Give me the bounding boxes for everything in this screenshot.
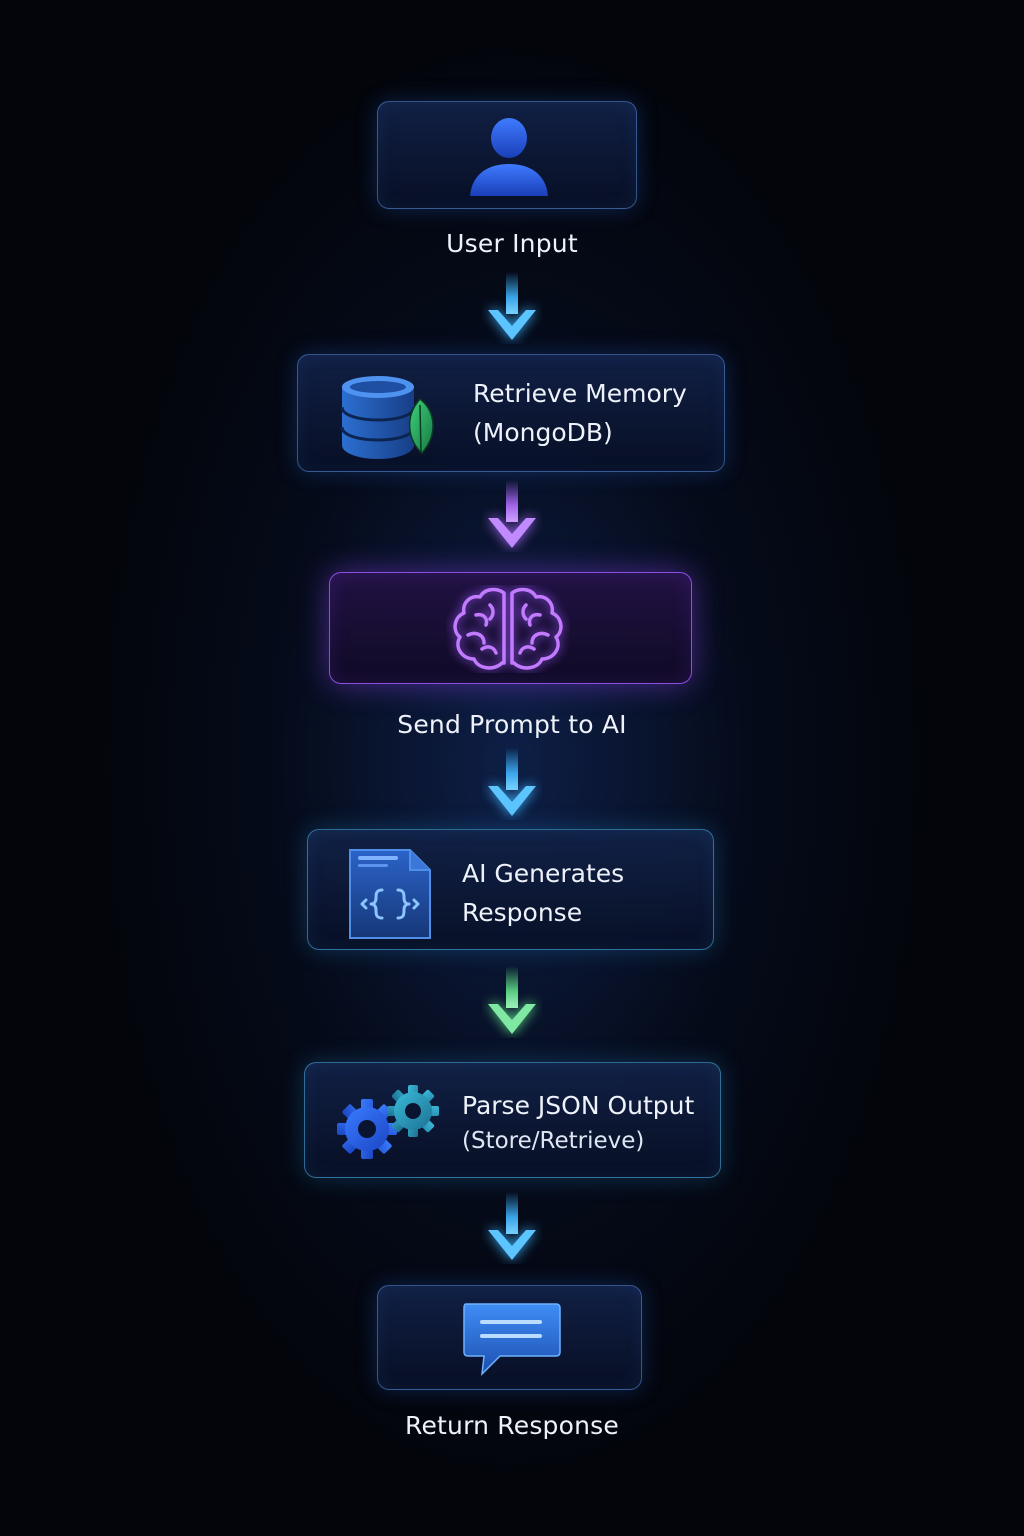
- chat-bubble-icon: [463, 1303, 561, 1376]
- code-document-icon: [349, 849, 431, 939]
- retrieve-memory-title: Retrieve Memory: [473, 379, 687, 408]
- ai-generates-node: AI Generates Response: [307, 829, 714, 950]
- ai-generates-text: AI Generates Response: [462, 854, 624, 932]
- database-leaf-icon: [340, 376, 434, 459]
- return-response-node: [377, 1285, 642, 1390]
- send-prompt-label: Send Prompt to AI: [397, 710, 627, 739]
- retrieve-memory-text: Retrieve Memory (MongoDB): [473, 374, 687, 452]
- arrow-down-icon: [488, 748, 536, 816]
- brain-icon: [453, 587, 563, 670]
- parse-json-subtitle: (Store/Retrieve): [462, 1128, 645, 1154]
- return-response-label: Return Response: [405, 1411, 619, 1440]
- ai-generates-title: AI Generates: [462, 859, 625, 888]
- user-input-node: [377, 101, 637, 209]
- send-prompt-node: [329, 572, 692, 684]
- user-icon: [470, 118, 548, 196]
- arrow-down-icon: [488, 1192, 536, 1260]
- parse-json-text: Parse JSON Output (Store/Retrieve): [462, 1086, 694, 1157]
- user-input-label: User Input: [446, 229, 578, 258]
- parse-json-node: Parse JSON Output (Store/Retrieve): [304, 1062, 721, 1178]
- parse-json-title: Parse JSON Output: [462, 1091, 695, 1120]
- retrieve-memory-subtitle: (MongoDB): [473, 418, 613, 447]
- ai-generates-subtitle: Response: [462, 898, 583, 927]
- gears-icon: [337, 1085, 439, 1159]
- arrow-down-icon: [488, 480, 536, 548]
- retrieve-memory-node: Retrieve Memory (MongoDB): [297, 354, 725, 472]
- arrow-down-icon: [488, 966, 536, 1034]
- arrow-down-icon: [488, 272, 536, 340]
